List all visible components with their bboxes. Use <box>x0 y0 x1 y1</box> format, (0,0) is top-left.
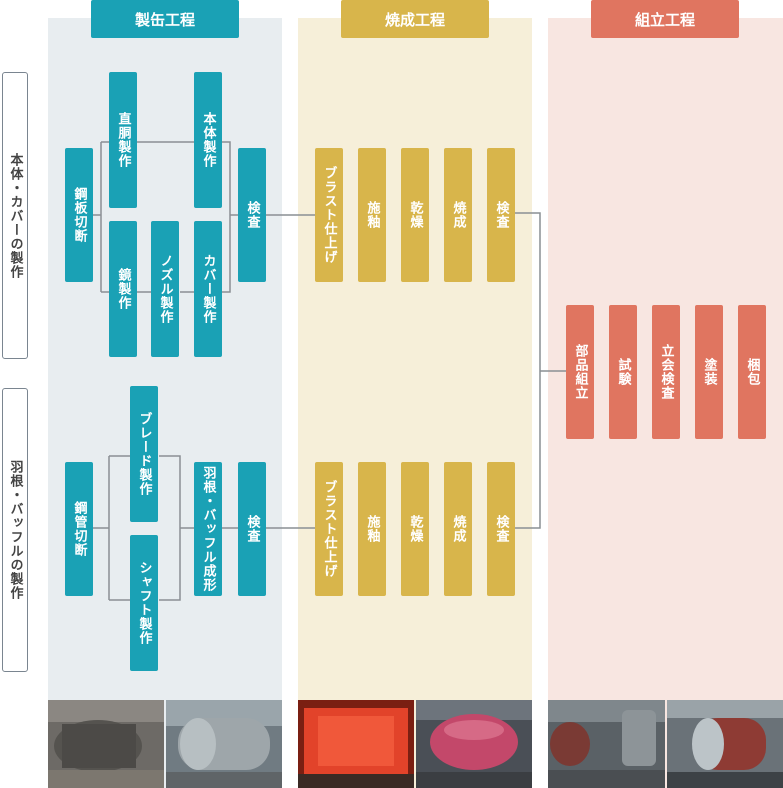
box-packing: 梱包 <box>738 305 766 439</box>
box-cover-fabrication: カバー製作 <box>194 221 222 357</box>
row-label-blade: 羽根・バッフルの製作 <box>2 388 28 672</box>
manufacturing-header: 製缶工程 <box>91 0 239 38</box>
firing-column <box>298 18 532 788</box>
box-firing-blade: 焼成 <box>444 462 472 596</box>
box-steel-pipe-cutting: 鋼管切断 <box>65 462 93 596</box>
box-testing: 試験 <box>609 305 637 439</box>
photo-firing <box>298 700 532 788</box>
box-steel-plate-cutting: 鋼板切断 <box>65 148 93 282</box>
box-glazing-body: 施釉 <box>358 148 386 282</box>
box-painting: 塗装 <box>695 305 723 439</box>
box-blade-inspection: 検査 <box>238 462 266 596</box>
box-firing-body: 焼成 <box>444 148 472 282</box>
box-blast-finish-body: ブラスト仕上げ <box>315 148 343 282</box>
box-head-fabrication: 鏡製作 <box>109 221 137 357</box>
box-body-inspection: 検査 <box>238 148 266 282</box>
assembly-header: 組立工程 <box>591 0 739 38</box>
box-firing-inspection-blade: 検査 <box>487 462 515 596</box>
firing-header: 焼成工程 <box>341 0 489 38</box>
box-straight-drum: 直胴製作 <box>109 72 137 208</box>
box-blast-finish-blade: ブラスト仕上げ <box>315 462 343 596</box>
box-blade-baffle-forming: 羽根・バッフル成形 <box>194 462 222 596</box>
box-firing-inspection-body: 検査 <box>487 148 515 282</box>
box-blade-fabrication: ブレード製作 <box>130 386 158 522</box>
row-label-body: 本体・カバーの製作 <box>2 72 28 359</box>
box-glazing-blade: 施釉 <box>358 462 386 596</box>
box-parts-assembly: 部品組立 <box>566 305 594 439</box>
box-shaft-fabrication: シャフト製作 <box>130 535 158 671</box>
box-nozzle-fabrication: ノズル製作 <box>151 221 179 357</box>
box-drying-blade: 乾燥 <box>401 462 429 596</box>
photo-assembly <box>548 700 783 788</box>
box-body-fabrication: 本体製作 <box>194 72 222 208</box>
photo-manufacturing <box>48 700 282 788</box>
box-witness-inspection: 立会検査 <box>652 305 680 439</box>
manufacturing-column <box>48 18 282 788</box>
box-drying-body: 乾燥 <box>401 148 429 282</box>
